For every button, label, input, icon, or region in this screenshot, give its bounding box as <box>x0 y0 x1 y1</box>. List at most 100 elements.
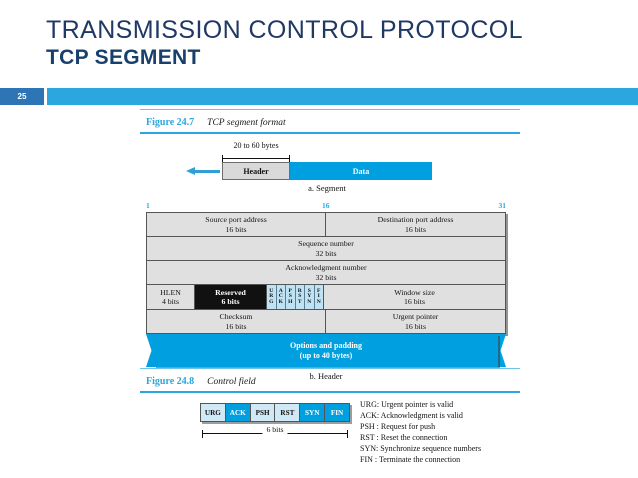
flag-psh: P S H <box>286 285 296 309</box>
page-title-primary: TRANSMISSION CONTROL PROTOCOL <box>46 16 523 44</box>
legend-item-psh: PSH : Request for push <box>360 422 436 432</box>
segment-header-block: Header <box>222 162 290 180</box>
flag-letter: I <box>317 293 320 300</box>
field-size: 4 bits <box>161 297 180 306</box>
field-size: 32 bits <box>315 248 337 258</box>
flag-letter: R <box>297 288 302 295</box>
table-row: Checksum 16 bits Urgent pointer 16 bits <box>147 310 505 334</box>
control-dimension-label: 6 bits <box>262 425 288 434</box>
control-box-rst: RST <box>275 404 301 421</box>
tcp-header-diagram: 1 16 31 Source port address 16 bits Dest… <box>146 201 506 381</box>
field-name: Checksum <box>219 312 253 322</box>
flag-letter: S <box>307 288 311 295</box>
flag-letter: T <box>297 298 302 305</box>
flag-urg: U R G <box>267 285 277 309</box>
control-field-legend: URG: Urgent pointer is valid ACK: Acknow… <box>360 399 610 465</box>
options-line-2: (up to 40 bytes) <box>299 350 353 360</box>
bit-marker-1: 1 <box>146 201 150 210</box>
field-name: Urgent pointer <box>392 312 439 322</box>
field-checksum: Checksum 16 bits <box>147 310 326 333</box>
slide-number-badge: 25 <box>0 88 44 105</box>
field-size: 16 bits <box>404 224 426 234</box>
flag-letter: N <box>316 298 321 305</box>
figure-248-caption: Figure 24.8 Control field <box>140 368 520 394</box>
flag-fin: F I N <box>314 285 323 309</box>
control-field-dimension: 6 bits <box>200 425 350 439</box>
dimension-tick-left <box>202 430 203 438</box>
field-size: 6 bits <box>221 297 240 306</box>
field-size: 16 bits <box>225 224 247 234</box>
legend-item-rst: RST : Reset the connection <box>360 433 448 443</box>
caption-row: Figure 24.7 TCP segment format <box>140 110 520 132</box>
control-field-diagram: URG ACK PSH RST SYN FIN 6 bits URG: Urge… <box>200 400 620 464</box>
field-hlen: HLEN 4 bits <box>147 285 195 309</box>
segment-dimension-label: 20 to 60 bytes <box>233 141 279 150</box>
page-title-secondary: TCP SEGMENT <box>46 46 201 69</box>
flag-letter: R <box>269 293 274 300</box>
accent-band: 25 <box>0 88 638 105</box>
dimension-tick-right <box>289 155 290 162</box>
field-name: Reserved <box>215 287 246 297</box>
segment-dimension: 20 to 60 bytes <box>222 141 290 162</box>
field-urgent-pointer: Urgent pointer 16 bits <box>326 310 505 333</box>
legend-item-fin: FIN : Terminate the connection <box>360 455 461 465</box>
control-box-psh: PSH <box>250 404 276 421</box>
figure-247-number: Figure 24.7 <box>146 117 195 128</box>
header-caption: b. Header <box>309 371 343 381</box>
figure-248-number: Figure 24.8 <box>146 376 195 387</box>
field-options-padding: Options and padding (up to 40 bytes) <box>146 334 506 367</box>
flag-letter: G <box>269 298 274 305</box>
segment-diagram: 20 to 60 bytes Header Data a. Segment <box>186 141 436 193</box>
flag-letter: A <box>278 288 283 295</box>
field-name: Source port address <box>205 215 267 225</box>
table-row: Acknowledgment number 32 bits <box>147 261 505 285</box>
figure-248-title: Control field <box>207 377 256 387</box>
field-name: Destination port address <box>377 215 454 225</box>
flag-letter: S <box>298 293 302 300</box>
field-source-port: Source port address 16 bits <box>147 213 326 236</box>
flag-syn: S Y N <box>305 285 315 309</box>
flag-ack: A C K <box>276 285 286 309</box>
dimension-tick-left <box>222 155 223 162</box>
flag-letter: S <box>288 293 292 300</box>
header-fields-table: Source port address 16 bits Destination … <box>146 212 506 334</box>
caption-row: Figure 24.8 Control field <box>140 369 520 391</box>
bit-marker-31: 31 <box>498 201 507 210</box>
arrow-shaft <box>194 170 220 173</box>
flag-letter: C <box>278 293 283 300</box>
table-row: Sequence number 32 bits <box>147 237 505 261</box>
flag-letter: K <box>278 298 283 305</box>
field-control-flags: U R G A C K P S H R <box>267 285 324 309</box>
figure-247-caption: Figure 24.7 TCP segment format <box>140 109 520 135</box>
legend-item-ack: ACK: Acknowledgment is valid <box>360 411 463 421</box>
control-box-ack: ACK <box>225 404 251 421</box>
field-name: Window size <box>394 287 435 297</box>
options-line-1: Options and padding <box>289 340 363 350</box>
flag-rst: R S T <box>295 285 305 309</box>
control-flag-boxes: URG ACK PSH RST SYN FIN <box>200 403 350 422</box>
figure-content-area: Figure 24.7 TCP segment format 20 to 60 … <box>0 105 638 478</box>
field-name: Acknowledgment number <box>285 263 367 273</box>
table-row: Source port address 16 bits Destination … <box>147 213 505 237</box>
segment-row: Header Data <box>186 162 436 180</box>
field-reserved: Reserved 6 bits <box>195 285 267 309</box>
options-label-block: Options and padding (up to 40 bytes) <box>154 334 498 367</box>
segment-caption: a. Segment <box>308 183 346 193</box>
legend-item-syn: SYN: Synchronize sequence numbers <box>360 444 482 454</box>
field-size: 16 bits <box>403 297 425 306</box>
dimension-line <box>222 158 290 159</box>
control-box-fin: FIN <box>325 404 349 421</box>
slide-title-block: TRANSMISSION CONTROL PROTOCOL TCP SEGMEN… <box>46 16 606 71</box>
flag-letter: H <box>288 298 293 305</box>
bit-marker-16: 16 <box>322 201 330 210</box>
table-row: HLEN 4 bits Reserved 6 bits U R G A C <box>147 285 505 310</box>
flag-letter: Y <box>307 293 312 300</box>
field-size: 16 bits <box>225 321 247 331</box>
legend-item-urg: URG: Urgent pointer is valid <box>360 400 454 409</box>
field-destination-port: Destination port address 16 bits <box>326 213 505 236</box>
caption-rule-bottom <box>140 132 520 135</box>
flag-letter: F <box>317 288 321 295</box>
flag-letter: N <box>307 298 312 305</box>
field-window-size: Window size 16 bits <box>324 285 505 309</box>
field-name: Sequence number <box>298 239 354 249</box>
